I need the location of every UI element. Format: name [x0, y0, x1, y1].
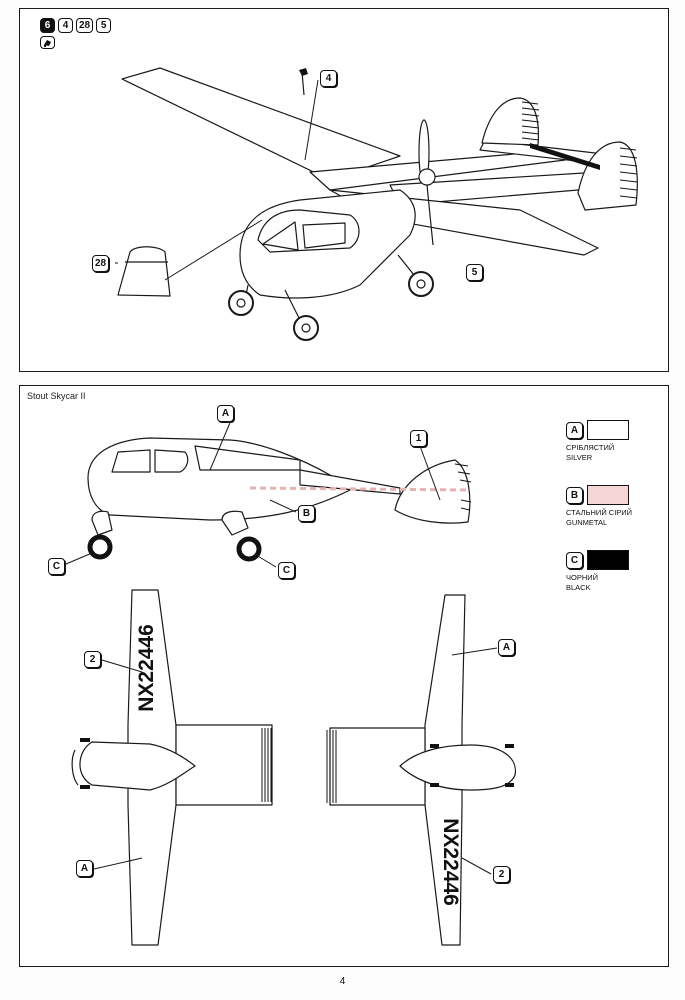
part-number-4: 4	[320, 70, 337, 87]
legend-name-uk: ЧОРНИЙ	[566, 573, 599, 582]
legend-black: C ЧОРНИЙ BLACK	[566, 550, 629, 593]
legend-code: B	[566, 486, 583, 504]
registration-top-view: NX22446	[135, 624, 158, 712]
legend-silver: A СРІБЛЯСТИЙ SILVER	[566, 420, 629, 463]
paint-callout-silver: A	[498, 639, 515, 656]
step-badge: 5	[96, 18, 112, 33]
paint-callout-black: C	[278, 562, 295, 579]
paint-callout-silver: A	[217, 405, 234, 422]
glue-icon	[40, 36, 55, 49]
legend-name-uk: СТАЛЬНИЙ СІРИЙ	[566, 508, 633, 517]
step-badge: 4	[58, 18, 73, 33]
color-swatch-black	[587, 550, 629, 570]
model-title: Stout Skycar II	[27, 391, 86, 401]
legend-code: A	[566, 421, 583, 439]
legend-name-en: SILVER	[566, 453, 593, 462]
legend-code: C	[566, 551, 583, 569]
paint-callout-gunmetal: B	[298, 505, 315, 522]
part-number-5: 5	[466, 264, 483, 281]
decal-callout-2: 2	[493, 866, 510, 883]
color-swatch-gunmetal	[587, 485, 629, 505]
color-swatch-silver	[587, 420, 629, 440]
part-number-28: 28	[92, 255, 109, 272]
legend-name-en: GUNMETAL	[566, 518, 608, 527]
registration-bottom-view: NX22446	[439, 818, 462, 906]
legend-gunmetal: B СТАЛЬНИЙ СІРИЙ GUNMETAL	[566, 485, 632, 528]
legend-name-en: BLACK	[566, 583, 591, 592]
legend-name-uk: СРІБЛЯСТИЙ	[566, 443, 615, 452]
page-number: 4	[339, 976, 346, 987]
paint-callout-silver: A	[76, 860, 93, 877]
step-badge: 28	[76, 18, 94, 33]
step-badge: 6	[40, 18, 55, 33]
decal-callout-1: 1	[410, 430, 427, 447]
paint-callout-black: C	[48, 558, 65, 575]
decal-callout-2: 2	[84, 651, 101, 668]
step-badges: 6 4 28 5	[40, 18, 112, 33]
